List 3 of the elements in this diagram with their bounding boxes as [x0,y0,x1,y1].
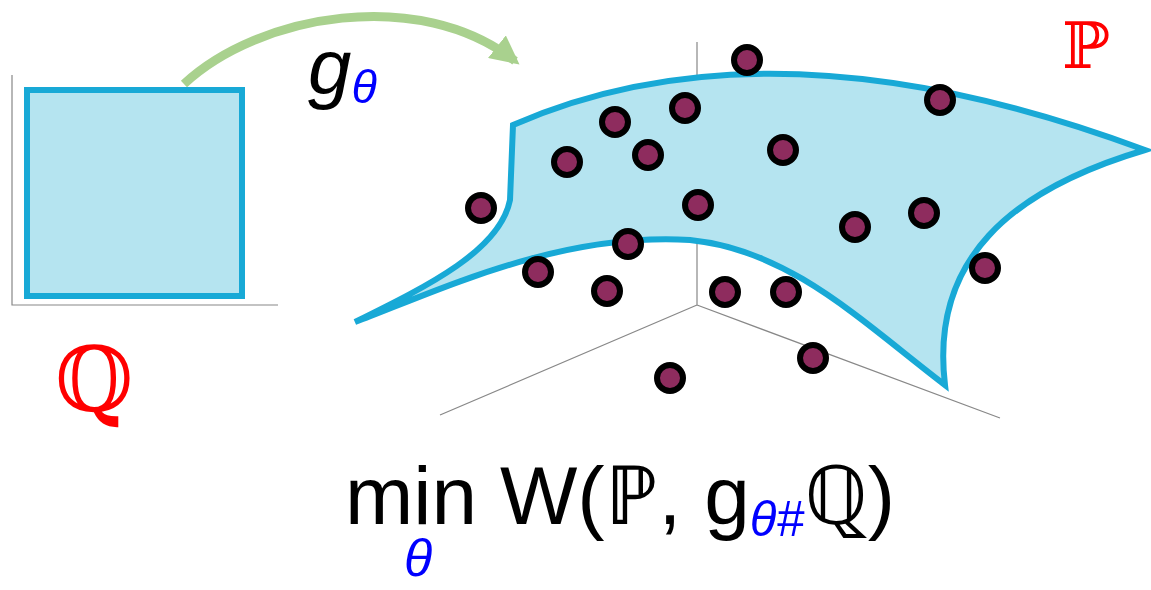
distribution-symbol: ℙ [1062,14,1111,78]
square-region [24,87,245,299]
edge-label: g$_{θ}$ [308,28,377,112]
